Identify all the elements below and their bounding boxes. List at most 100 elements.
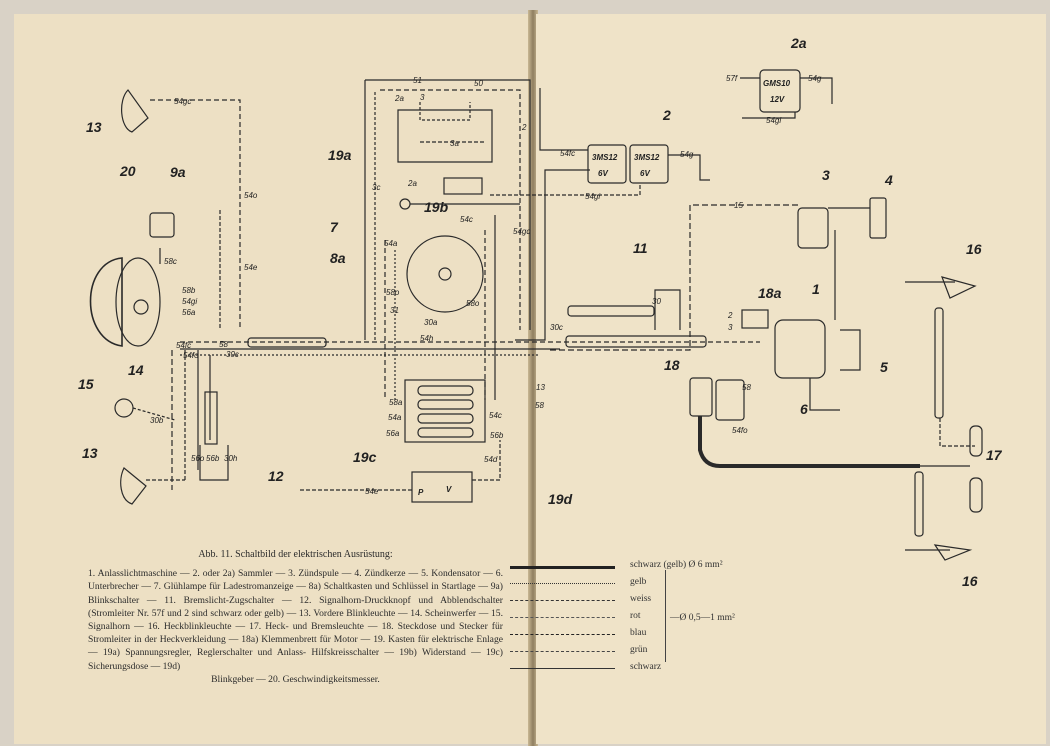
label-1: 1: [812, 281, 820, 297]
wire: [472, 440, 501, 481]
label-19d: 19d: [548, 491, 573, 507]
legend-row: blau: [510, 628, 810, 642]
wire-label-58-b: 58: [535, 401, 544, 410]
switch-12: [199, 445, 229, 481]
caption-last-line: Blinkgeber — 20. Geschwindigkeitsmesser.: [211, 673, 380, 685]
wire-label-58b: 58b: [182, 286, 196, 295]
wire-label-58-18: 58: [742, 383, 751, 392]
wire-label-54h: 54h: [420, 334, 434, 343]
wire: [550, 204, 800, 351]
right-page: [536, 14, 1046, 744]
wire-label-56b-b: 56b: [490, 431, 504, 440]
wire-label-2a: 2a: [394, 94, 404, 103]
label-3: 3: [822, 167, 830, 183]
headlight-bulb: [133, 299, 149, 315]
label-6: 6: [800, 401, 808, 417]
legend-row: rot: [510, 611, 810, 625]
battery-right-model: 3MS12: [634, 153, 660, 162]
wire-label-54fc: 54fc: [176, 341, 191, 350]
wire-label-56b: 56b: [206, 454, 220, 463]
switch-key: [438, 267, 452, 281]
wire: [742, 112, 796, 119]
left-page: [14, 14, 532, 744]
spark-plug-4: [869, 197, 887, 239]
wire-label-51: 51: [413, 76, 422, 85]
wire-label-15: 15: [734, 201, 743, 210]
wire-label-30c: 30c: [226, 350, 239, 359]
wire-label-54d: 54d: [484, 455, 498, 464]
wire: [419, 102, 471, 121]
harness-segment: [204, 391, 218, 445]
brake-switch-11: [654, 289, 681, 330]
wire-label-58o: 58o: [386, 288, 400, 297]
legend-brace: [665, 570, 666, 662]
harness-segment: [567, 305, 655, 317]
wire-label-30c-r: 30c: [550, 323, 563, 332]
legend-line: [510, 600, 615, 601]
legend-label: schwarz: [630, 662, 662, 672]
wire: [490, 183, 641, 196]
legend-row: grün: [510, 645, 810, 659]
label-2: 2: [662, 107, 671, 123]
legend-label: weiss: [630, 594, 652, 604]
headlight-lens: [115, 257, 161, 347]
wire-label-54e-b: 54e: [365, 487, 379, 496]
rear-tube: [914, 471, 924, 537]
front-blinker-13-bottom: [120, 467, 147, 505]
wire-label-3: 3: [420, 93, 425, 102]
label-17: 17: [986, 447, 1003, 463]
label-14: 14: [128, 362, 144, 378]
fuse: [417, 385, 474, 396]
wire-label-54g-b: 54g: [680, 150, 694, 159]
wire-label-54o: 54a: [384, 239, 398, 248]
wire: [150, 99, 241, 330]
label-18: 18: [664, 357, 680, 373]
figure-caption: Abb. 11. Schaltbild der elektrischen Aus…: [88, 548, 503, 686]
wire: [668, 154, 710, 181]
wire-label-31: 31: [390, 306, 399, 315]
label-16-bottom: 16: [962, 573, 978, 589]
wire-label-58c: 58c: [164, 257, 177, 266]
blinker-unit-p: P: [418, 488, 424, 497]
book-gutter: [528, 10, 538, 746]
legend-line: [510, 651, 615, 652]
plug-18: [715, 379, 745, 421]
battery-2a-voltage: 12V: [770, 95, 785, 104]
legend-line: [510, 617, 615, 618]
wire-label-58a: 58a: [389, 398, 403, 407]
wire-label-54f: 54fc: [560, 149, 575, 158]
legend-size: —Ø 0,5—1 mm²: [670, 613, 735, 623]
battery-2-left: [587, 144, 627, 184]
label-19c: 19c: [353, 449, 377, 465]
caption-body: 1. Anlasslichtmaschine — 2. oder 2a) Sam…: [88, 568, 503, 672]
battery-2a: [759, 69, 801, 113]
wire-legend: schwarz (gelb) Ø 6 mm² gelb weiss rot bl…: [510, 560, 810, 680]
wire: [539, 88, 588, 151]
label-8a: 8a: [330, 250, 346, 266]
fuse: [417, 427, 474, 438]
generator-1: [774, 319, 826, 379]
wire-label-54gc: 54gc: [174, 97, 191, 106]
legend-line: [510, 566, 615, 569]
label-15: 15: [78, 376, 94, 392]
label-11: 11: [633, 240, 648, 256]
wire: [515, 169, 590, 341]
blinker-unit-19d: [411, 471, 473, 503]
wire: [800, 77, 833, 104]
label-13-top: 13: [86, 119, 102, 135]
label-13-bottom: 13: [82, 445, 98, 461]
battery-2a-model: GMS10: [763, 79, 791, 88]
wire-label-57f: 57f: [726, 74, 738, 83]
fuse: [417, 399, 474, 410]
wire-label-2: 2: [521, 123, 527, 132]
resistor-19b: [443, 177, 483, 195]
wire: [809, 378, 840, 411]
wire-label-30b: 30b: [150, 416, 164, 425]
battery-left-voltage: 6V: [598, 169, 608, 178]
caption-title: Abb. 11. Schaltbild der elektrischen Aus…: [198, 549, 393, 560]
legend-line: [510, 634, 615, 635]
socket-18: [689, 377, 713, 417]
front-blinker-13-top: [121, 89, 149, 133]
blinker-unit-v: V: [446, 485, 452, 494]
